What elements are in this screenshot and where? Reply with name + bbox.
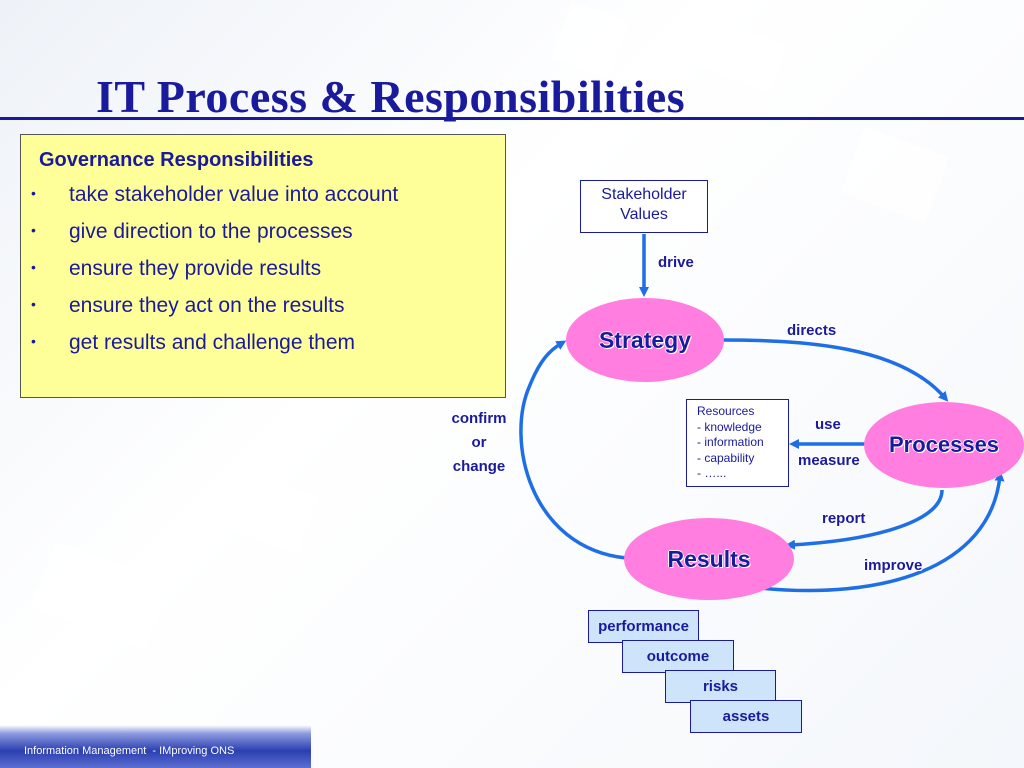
use-label: use — [815, 416, 841, 433]
governance-heading: Governance Responsibilities — [39, 149, 314, 171]
drive-label: drive — [658, 254, 694, 271]
confirm-or-change-label: confirm or change — [451, 410, 507, 475]
improve-arrow — [759, 471, 1005, 593]
footer-bar — [0, 725, 311, 768]
improve-label: improve — [864, 557, 923, 574]
stack-assets: assets — [690, 700, 802, 733]
resources-item: - capability — [697, 450, 755, 465]
report-label: report — [822, 510, 866, 527]
resources-box: Resources - knowledge - information - ca… — [686, 399, 789, 487]
resources-item: - information — [697, 435, 764, 449]
stack-performance: performance — [588, 610, 699, 643]
processes-ellipse: Processes — [864, 402, 1024, 488]
resources-item: - knowledge — [697, 419, 762, 434]
results-ellipse: Results — [624, 518, 794, 600]
bullet-icon: • — [31, 222, 36, 238]
bullet-icon: • — [31, 296, 36, 312]
measure-label: measure — [798, 452, 860, 469]
slide-title: IT Process & Responsibilities — [96, 71, 686, 122]
bullet-icon: • — [31, 185, 36, 201]
bullet-icon: • — [31, 259, 36, 275]
stakeholder-values-box: Stakeholder Values — [580, 180, 708, 233]
stack-risks: risks — [665, 670, 776, 703]
resources-title: Resources — [697, 404, 755, 418]
confirm-change-arrow — [519, 340, 627, 560]
strategy-ellipse: Strategy — [566, 298, 724, 382]
title-underline — [0, 117, 1024, 120]
footer-text: Information Management - IMproving ONS — [24, 745, 235, 757]
resources-item: - …... — [697, 466, 727, 480]
stakeholder-line2: Values — [620, 206, 668, 223]
bullet-icon: • — [31, 333, 36, 349]
report-arrow — [785, 489, 944, 550]
governance-box: Governance Responsibilities •take stakeh… — [20, 134, 506, 398]
directs-label: directs — [787, 322, 837, 339]
stakeholder-line1: Stakeholder — [601, 186, 687, 203]
directs-arrow — [721, 338, 949, 402]
stack-outcome: outcome — [622, 640, 734, 673]
